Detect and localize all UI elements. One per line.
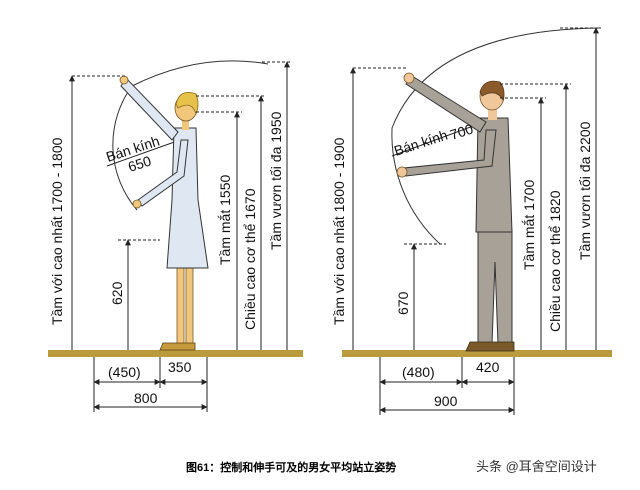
watermark: 头条 @耳舍空间设计 — [476, 459, 597, 474]
woman-figure-group: Tầm với cao nhất 1700 - 1800 620 Tầm mắt… — [48, 60, 303, 412]
man-legs — [477, 229, 513, 345]
woman-base-total-label: 800 — [134, 390, 158, 406]
woman-ground — [48, 350, 303, 357]
woman-radius-line — [106, 139, 181, 167]
man-reach-arc-top — [391, 27, 601, 129]
woman-leg-left — [176, 267, 185, 347]
woman-hair — [175, 91, 199, 116]
woman-shoes — [159, 342, 196, 351]
man-forward-hand — [396, 166, 408, 178]
man-hair — [479, 80, 505, 101]
woman-neck — [182, 118, 189, 130]
woman-top-label: Tầm vươn tối đa 1950 — [268, 111, 284, 250]
woman-lower-label: 620 — [109, 281, 125, 305]
woman-eye-label: Tầm mắt 1550 — [217, 175, 233, 265]
woman-base-left-label: (450) — [108, 364, 141, 380]
woman-reach-arc — [112, 85, 138, 211]
man-reach-arc — [391, 127, 441, 245]
woman-raised-hand — [119, 75, 129, 85]
woman-reach-max-label: Tầm với cao nhất 1700 - 1800 — [49, 137, 65, 325]
woman-leg-right — [185, 267, 194, 347]
man-eye-label: Tầm mắt 1700 — [521, 180, 537, 270]
man-height-label: Chiều cao cơ thể 1820 — [547, 190, 563, 332]
man-base-right-label: 420 — [476, 359, 500, 375]
woman-dress — [166, 127, 209, 269]
figure-caption: 图61：控制和伸手可及的男女平均站立姿势 — [186, 460, 396, 474]
man-neck — [488, 106, 497, 120]
man-shoes — [465, 341, 515, 352]
man-raised-hand — [403, 72, 415, 84]
man-ground — [342, 350, 612, 357]
man-radius-value: 700 — [448, 120, 475, 143]
woman-base-right-label: 350 — [168, 359, 192, 375]
man-figure-group: Tầm với cao nhất 1800 - 1900 670 Tầm mắt… — [331, 27, 612, 415]
man-raised-arm — [405, 75, 487, 133]
woman-raised-arm — [120, 77, 179, 141]
man-radius-line — [391, 121, 485, 157]
man-reach-max-label: Tầm với cao nhất 1800 - 1900 — [331, 137, 347, 325]
man-top-label: Tầm vươn tối đa 2200 — [577, 121, 593, 260]
man-radius-label: Bán kính — [392, 127, 450, 159]
man-lower-label: 670 — [395, 291, 411, 315]
man-base-left-label: (480) — [402, 364, 435, 380]
woman-radius-value: 650 — [126, 152, 153, 175]
woman-reach-arc-top — [131, 60, 269, 87]
woman-height-label: Chiều cao cơ thể 1670 — [242, 188, 258, 330]
woman-forward-hand — [132, 199, 142, 209]
man-base-total-label: 900 — [434, 393, 458, 409]
